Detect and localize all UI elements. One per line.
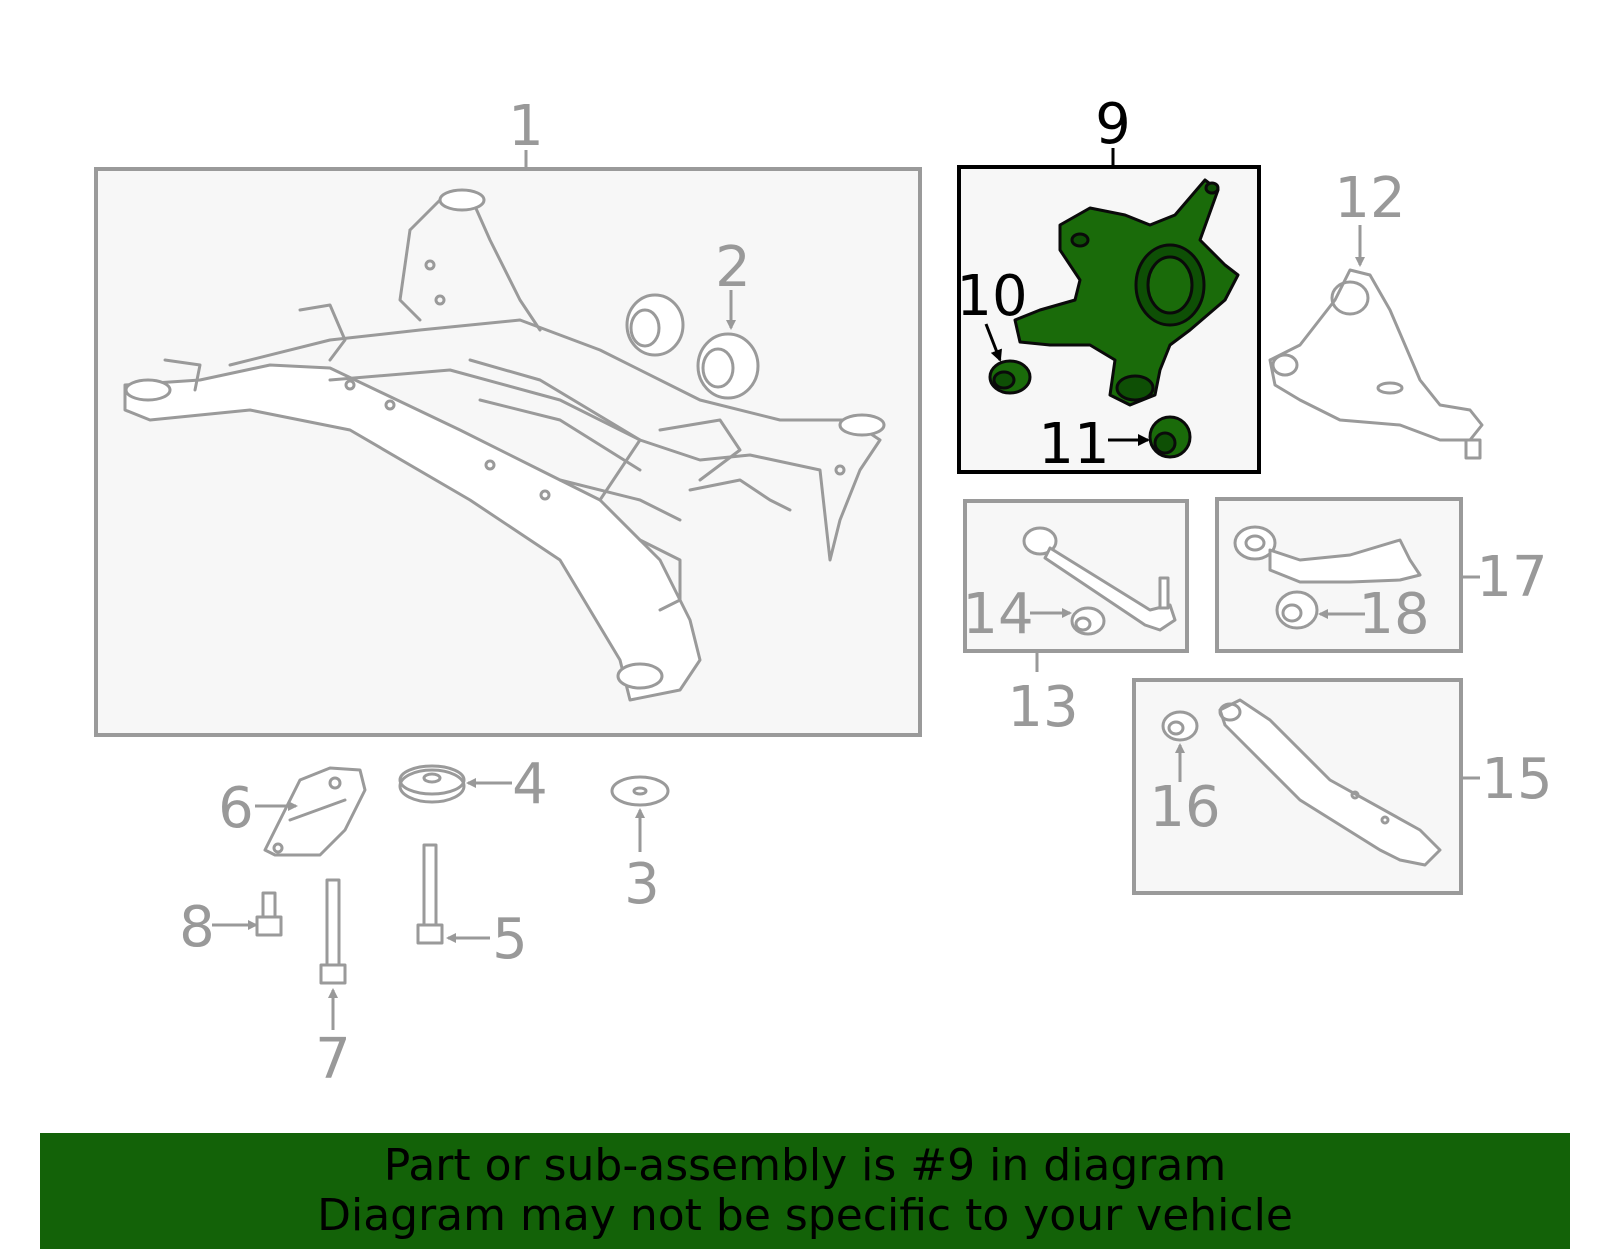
callout-2: 2 <box>715 235 751 300</box>
trailing-arm-icon <box>1233 525 1422 584</box>
bushing-icon <box>1070 606 1106 636</box>
callout-17: 17 <box>1476 545 1547 610</box>
callout-1: 1 <box>508 94 544 159</box>
callout-5: 5 <box>492 907 528 972</box>
callout-12: 12 <box>1334 166 1405 231</box>
upper-arm-icon <box>1268 268 1484 460</box>
bolt-icon <box>416 843 444 945</box>
callout-15: 15 <box>1481 747 1552 812</box>
callout-11: 11 <box>1038 412 1109 477</box>
info-banner: Part or sub-assembly is #9 in diagram Di… <box>40 1133 1570 1249</box>
callout-4: 4 <box>512 752 548 817</box>
bushing-icon <box>1275 590 1319 630</box>
callout-16: 16 <box>1149 775 1220 840</box>
bushing-icon <box>1148 415 1192 459</box>
callout-3: 3 <box>624 852 660 917</box>
bushing-icon <box>988 359 1032 395</box>
callout-18: 18 <box>1358 582 1429 647</box>
plate-icon <box>263 766 367 857</box>
bushing-icon <box>625 293 760 400</box>
knuckle-icon <box>1013 178 1240 407</box>
mount-icon <box>398 764 466 804</box>
callout-13: 13 <box>1007 675 1078 740</box>
bolt-icon <box>255 891 283 937</box>
lateral-link-icon <box>1022 526 1177 632</box>
callout-6: 6 <box>218 776 254 841</box>
callout-9: 9 <box>1095 92 1131 157</box>
callout-10: 10 <box>956 264 1027 329</box>
crossmember-box <box>94 167 922 737</box>
callout-7: 7 <box>315 1027 351 1092</box>
bolt-icon <box>319 878 347 985</box>
washer-icon <box>610 775 670 807</box>
crossmember-icon <box>123 188 886 702</box>
bushing-icon <box>1161 710 1199 742</box>
callout-8: 8 <box>179 895 215 960</box>
lower-link-icon <box>1218 698 1442 867</box>
callout-14: 14 <box>962 582 1033 647</box>
banner-line-1: Part or sub-assembly is #9 in diagram <box>383 1140 1227 1191</box>
banner-line-2: Diagram may not be specific to your vehi… <box>317 1190 1293 1241</box>
